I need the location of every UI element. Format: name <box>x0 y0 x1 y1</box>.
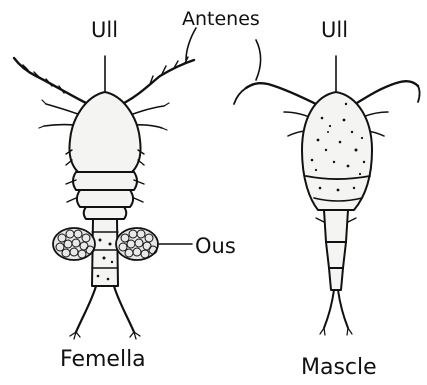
female-antenna-left <box>14 58 88 104</box>
female-thorax-segment-1 <box>73 172 137 190</box>
male-caption: Mascle <box>301 357 377 379</box>
female-cephalothorax <box>69 92 140 172</box>
male-antenna-left <box>246 83 320 106</box>
male-cephalothorax <box>302 92 372 210</box>
male-antenna-right <box>352 81 418 106</box>
eye-label-female: Ull <box>91 20 118 41</box>
male-furca <box>324 290 348 328</box>
female-egg-sac-left <box>53 228 95 260</box>
antennae-label: Antenes <box>182 10 260 29</box>
eye-label-male: Ull <box>321 20 348 41</box>
female-thorax-segment-3 <box>84 207 127 219</box>
female-abdomen <box>92 219 118 286</box>
female-caption: Femella <box>60 349 146 371</box>
female-antenna-right <box>122 60 194 104</box>
male-copepod <box>186 28 420 335</box>
antennae-pointer <box>256 40 261 80</box>
eggs-label: Ous <box>195 236 236 257</box>
female-furca <box>76 286 134 332</box>
female-egg-sac-right <box>116 228 158 260</box>
female-thorax-segment-2 <box>77 190 133 207</box>
male-abdomen <box>324 210 348 242</box>
female-copepod <box>14 56 194 339</box>
